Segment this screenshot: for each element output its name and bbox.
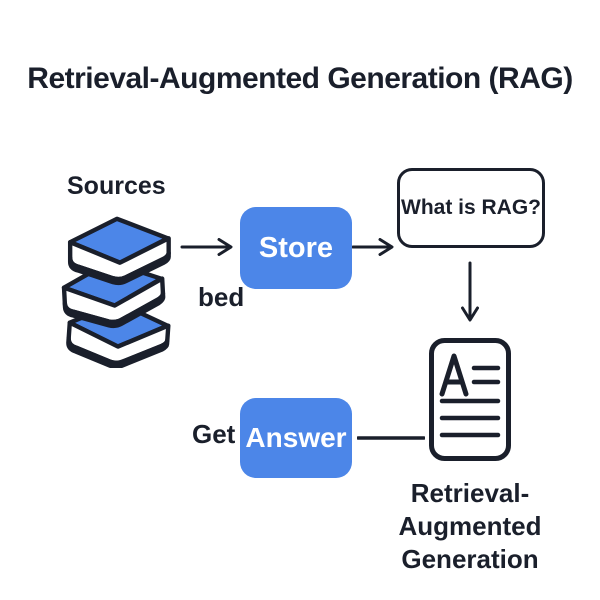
document-node-label: Retrieval- Augmented Generation bbox=[395, 477, 545, 576]
embed-caption: bed bbox=[198, 282, 245, 312]
store-node: Store bbox=[240, 207, 352, 289]
book-stack-icon bbox=[61, 216, 171, 368]
get-caption: Get bbox=[192, 419, 236, 449]
document-icon bbox=[429, 338, 511, 461]
page-title: Retrieval-Augmented Generation (RAG) bbox=[27, 62, 573, 95]
line-answer-to-document bbox=[357, 436, 425, 440]
answer-node-label: Answer bbox=[245, 422, 347, 453]
document-label-line-1: Retrieval- bbox=[410, 478, 530, 508]
document-label-line-3: Generation bbox=[401, 544, 539, 574]
arrow-right-sources-to-store-icon bbox=[180, 238, 233, 256]
question-node: What is RAG? bbox=[397, 168, 545, 248]
arrow-right-store-to-question-icon bbox=[352, 238, 394, 256]
store-node-label: Store bbox=[258, 231, 334, 264]
document-label-line-2: Augmented bbox=[398, 511, 542, 541]
sources-label: Sources bbox=[67, 172, 166, 200]
arrow-down-question-to-document-icon bbox=[461, 261, 479, 322]
question-node-label: What is RAG? bbox=[401, 196, 541, 219]
answer-node: Answer bbox=[240, 398, 352, 478]
